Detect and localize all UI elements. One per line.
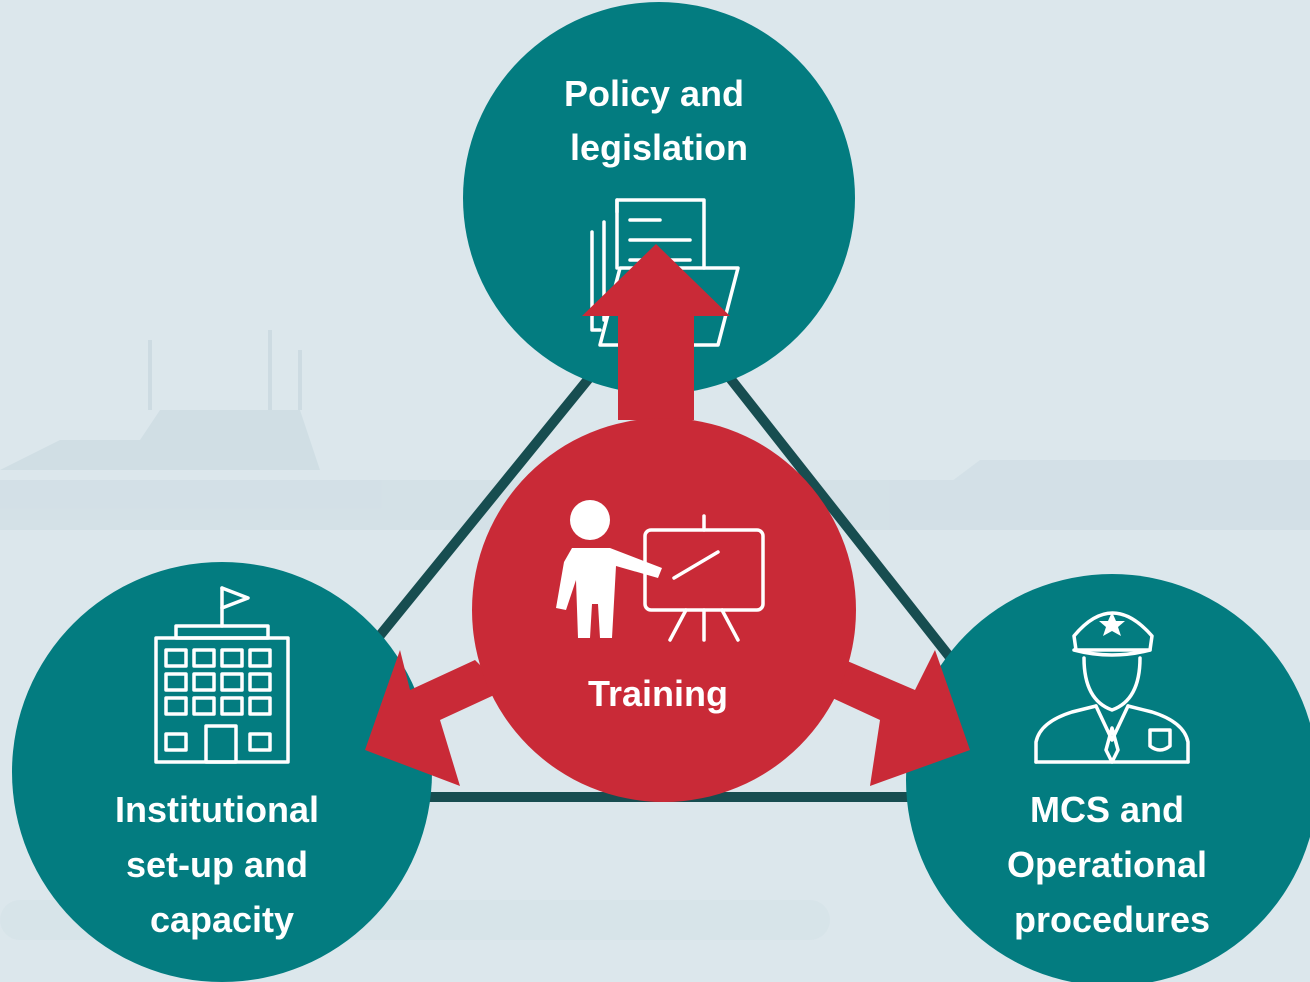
svg-text:Policy and legislation: Policy and legislation	[564, 73, 754, 168]
node-mcs-operational: MCS and Operational procedures	[906, 574, 1310, 982]
node-center-label: Training	[588, 673, 728, 714]
connector-top-left	[356, 336, 624, 664]
connector-top-right	[696, 336, 964, 674]
teacher-presentation-icon	[556, 500, 765, 642]
node-training: Training	[365, 244, 970, 802]
node-right-line-3: procedures	[1014, 899, 1210, 940]
police-officer-icon	[1034, 611, 1190, 764]
node-top-line-2: legislation	[570, 127, 748, 168]
office-building-icon	[154, 586, 290, 764]
arrow-up	[582, 244, 730, 420]
node-right-line-1: MCS and	[1030, 789, 1184, 830]
node-left-line-3: capacity	[150, 899, 294, 940]
svg-text:Training: Training	[588, 673, 728, 714]
building-windows	[164, 648, 272, 752]
node-left-line-2: set-up and	[126, 844, 308, 885]
arrow-left	[365, 650, 505, 786]
node-circle-left	[12, 562, 432, 982]
svg-text:Institutional set-up and: Institutional set-up and capacity	[115, 789, 329, 940]
svg-text:MCS and Operational: MCS and Operational procedures	[1007, 789, 1217, 940]
node-circle-top	[463, 2, 855, 394]
node-left-line-1: Institutional	[115, 789, 319, 830]
arrow-right	[815, 650, 970, 786]
node-circle-right	[906, 574, 1310, 982]
node-top-line-1: Policy and	[564, 73, 744, 114]
node-right-line-2: Operational	[1007, 844, 1207, 885]
node-institutional: Institutional set-up and capacity	[12, 562, 432, 982]
node-policy-legislation: Policy and legislation	[463, 2, 855, 394]
